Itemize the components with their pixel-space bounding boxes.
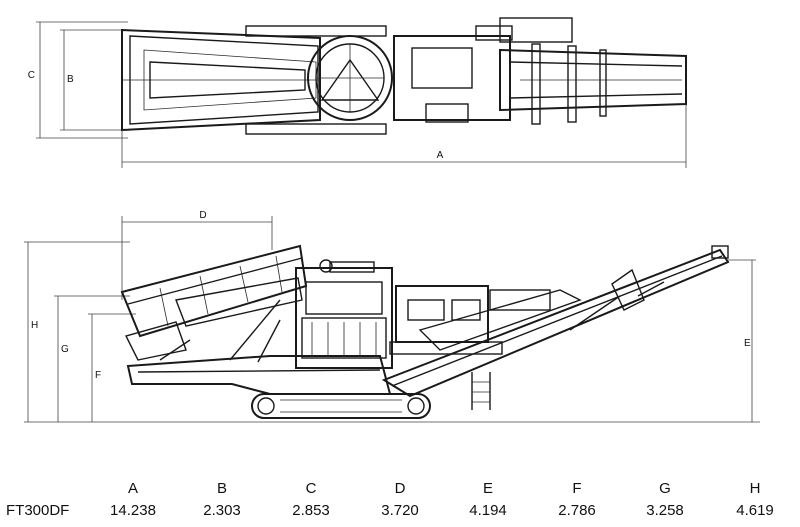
dim-label-h: H — [31, 320, 38, 331]
spec-header-b: B — [216, 480, 228, 497]
spec-header-f: F — [572, 480, 582, 497]
spec-header-h: H — [749, 480, 761, 497]
spec-header-e: E — [482, 480, 494, 497]
dim-label-e: E — [744, 338, 751, 349]
spec-model-name: FT300DF — [6, 502, 70, 519]
spec-value-d: 3.720 — [381, 502, 419, 519]
spec-header-d: D — [394, 480, 406, 497]
spec-value-a: 14.238 — [110, 502, 156, 519]
spec-value-h: 4.619 — [736, 502, 774, 519]
dim-label-g: G — [61, 344, 69, 355]
spec-value-e: 4.194 — [469, 502, 507, 519]
spec-value-f: 2.786 — [558, 502, 596, 519]
top-view: C B A — [28, 17, 687, 168]
spec-value-g: 3.258 — [646, 502, 684, 519]
side-view: D H G F E — [24, 210, 760, 423]
spec-header-row: A B C D E F G H — [0, 478, 800, 500]
dim-label-c: C — [28, 70, 35, 81]
spec-header-c: C — [305, 480, 317, 497]
spec-value-c: 2.853 — [292, 502, 330, 519]
dim-label-f: F — [95, 370, 101, 381]
spec-header-g: G — [659, 480, 671, 497]
dim-label-b: B — [67, 74, 74, 85]
dim-label-d: D — [199, 210, 206, 221]
spec-table: A B C D E F G H FT300DF 14.238 2.303 2.8… — [0, 478, 800, 522]
spec-header-a: A — [127, 480, 139, 497]
dim-label-a: A — [437, 150, 444, 161]
spec-value-b: 2.303 — [203, 502, 241, 519]
machine-drawing: C B A — [24, 17, 760, 423]
spec-data-row: FT300DF 14.238 2.303 2.853 3.720 4.194 2… — [0, 500, 800, 522]
